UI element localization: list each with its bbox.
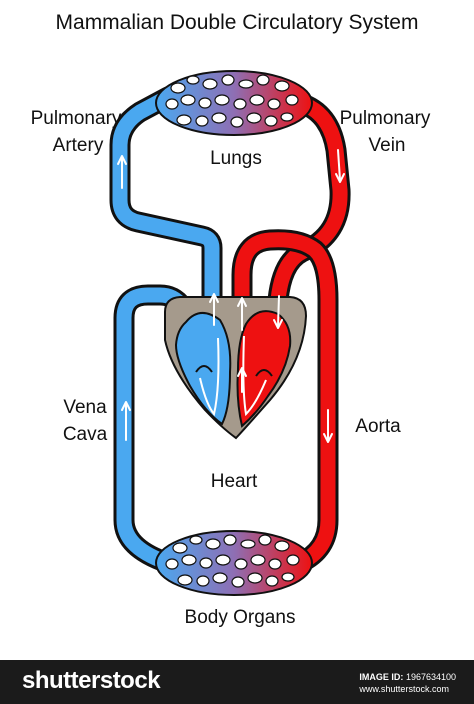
brand-logo: shutterstock — [22, 667, 161, 694]
label-pulmonary-artery-line1: Pulmonary — [31, 108, 122, 129]
label-aorta: Aorta — [355, 416, 401, 437]
arrow-up-aorta-heart — [237, 297, 247, 331]
site-url: www.shutterstock.com — [359, 684, 449, 694]
image-id-block: IMAGE ID: 1967634100 www.shutterstock.co… — [359, 671, 456, 695]
label-pulmonary-vein-line1: Pulmonary — [340, 108, 431, 129]
body-organs-capillary-bed — [155, 530, 313, 596]
circulatory-diagram: Mammalian Double Circulatory System — [31, 11, 431, 628]
arrow-up-pulmonary-artery-heart — [209, 293, 219, 326]
label-heart: Heart — [211, 471, 258, 492]
arrow-up-aorta-heart-lower — [237, 367, 247, 393]
label-pulmonary-artery-line2: Artery — [53, 135, 104, 156]
label-lungs: Lungs — [210, 148, 262, 169]
image-id-value: 1967634100 — [405, 672, 456, 682]
image-id-label: IMAGE ID: — [359, 672, 404, 682]
arrow-down-pulmonary-vein — [335, 149, 345, 183]
label-body-organs: Body Organs — [185, 607, 296, 628]
watermark-footer: shutterstock IMAGE ID: 1967634100 www.sh… — [0, 660, 474, 704]
diagram-title: Mammalian Double Circulatory System — [56, 11, 419, 34]
lungs-capillary-bed — [155, 70, 313, 136]
label-pulmonary-vein-line2: Vein — [369, 135, 406, 156]
arrow-up-vena-cava — [121, 401, 131, 441]
arrow-down-pulmonary-vein-heart — [273, 295, 283, 329]
label-vena-cava-line2: Cava — [63, 424, 108, 445]
label-vena-cava-line1: Vena — [63, 397, 107, 418]
arrow-down-aorta — [323, 409, 333, 443]
arrow-up-pulmonary-artery — [117, 155, 127, 189]
